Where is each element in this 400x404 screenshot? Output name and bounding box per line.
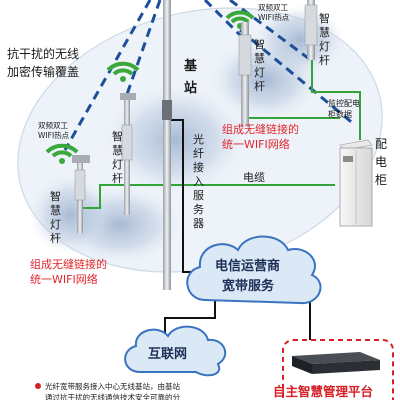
- platform-label: 自主智慧管理平台: [273, 384, 373, 399]
- smart-pole-char: 慧: [112, 143, 123, 157]
- wifi-hotspot-line2: WIFI热点: [258, 12, 290, 22]
- mesh-line1: 组成无缝链接的: [30, 257, 107, 271]
- platform-box: [282, 339, 394, 404]
- fiber-char: 器: [193, 217, 204, 230]
- footnote: 光纤宽带服务接入中心无线基站，由基站 通过抗干扰的无线通信技术安全可靠的分: [45, 381, 180, 402]
- internet-label: 互联网: [148, 347, 187, 362]
- smart-pole-char: 灯: [254, 66, 265, 79]
- smart-pole-char: 杆: [254, 79, 265, 93]
- smart-pole-char: 灯: [319, 40, 330, 53]
- cabinet-char: 电: [375, 155, 387, 169]
- footnote-line1: 光纤宽带服务接入中心无线基站，由基站: [45, 381, 180, 391]
- telecom-line2: 宽带服务: [221, 278, 275, 294]
- smart-pole-char: 灯: [50, 218, 61, 231]
- wifi-icon: [45, 143, 79, 164]
- street-light-icon: [120, 93, 136, 215]
- svg-text:抗干扰的无线: 抗干扰的无线: [7, 46, 79, 61]
- coverage-glow: [255, 5, 345, 75]
- coverage-glow: [105, 85, 245, 195]
- fiber-access-label: 光 纤 接 入 服 务 器: [193, 132, 204, 230]
- fiber-char: 纤: [193, 147, 204, 160]
- smart-pole-label-b: 智 慧 灯 杆: [50, 189, 61, 245]
- base-station-pole: [162, 0, 172, 290]
- smart-pole-char: 慧: [319, 25, 330, 39]
- telecom-line1: 电信运营商: [215, 258, 280, 274]
- base-station-char: 基: [183, 58, 198, 74]
- wireless-links: [63, 0, 356, 151]
- footnote-bullet: [35, 383, 41, 389]
- smart-pole-char: 杆: [50, 231, 61, 245]
- wifi-hotspot-label-left: 双频双工 WIFI热点: [38, 120, 70, 140]
- smart-pole-char: 慧: [50, 203, 61, 217]
- monitor-data-label: 监控配电 柜数据: [328, 98, 360, 119]
- footnote-line2: 通过抗干扰的无线通信技术安全可靠的分: [45, 392, 180, 400]
- fiber-char: 入: [193, 175, 204, 188]
- street-light-icon: [304, 0, 318, 60]
- anti-interference-line2: 加密传输覆盖: [7, 64, 79, 79]
- smart-pole-char: 智: [112, 129, 123, 143]
- mesh-network-label-left: 组成无缝链接的 统一WIFI网络: [30, 257, 107, 286]
- smart-pole-char: 灯: [112, 158, 123, 171]
- mesh-line1: 组成无缝链接的: [222, 122, 299, 136]
- smart-pole-label-c: 智 慧 灯 杆: [254, 37, 265, 93]
- anti-interference-line1: 抗干扰的无线: [7, 46, 79, 61]
- cabinet-label: 配 电 柜: [375, 137, 387, 187]
- wifi-hotspot-label-top: 双频双工 WIFI热点: [258, 2, 290, 22]
- mesh-line2: 统一WIFI网络: [222, 137, 290, 151]
- fiber-char: 接: [193, 161, 204, 174]
- telecom-label: 电信运营商 宽带服务: [215, 258, 280, 294]
- smart-pole-char: 智: [319, 11, 330, 25]
- smart-pole-label-a: 智 慧 灯 杆: [112, 129, 123, 185]
- fiber-char: 务: [193, 203, 204, 216]
- street-light-icon: [72, 155, 90, 233]
- wifi-icon: [106, 61, 140, 82]
- monitor-line1: 监控配电: [328, 98, 360, 108]
- street-light-icon: [238, 22, 252, 127]
- monitor-line2: 柜数据: [328, 109, 352, 119]
- wifi-hotspot-line1: 双频双工: [258, 2, 288, 12]
- mesh-line2: 统一WIFI网络: [30, 272, 98, 286]
- server-icon: [292, 352, 380, 374]
- internet-cloud: [124, 325, 227, 377]
- smart-pole-label-d: 智 慧 灯 杆: [319, 11, 330, 67]
- wifi-hotspot-line1: 双频双工: [38, 120, 68, 130]
- cabinet-icon: [339, 139, 373, 227]
- coverage-glow: [30, 175, 110, 255]
- smart-pole-char: 杆: [319, 53, 330, 67]
- cabinet-char: 柜: [375, 173, 387, 187]
- telecom-cloud: [186, 235, 322, 305]
- base-station-char: 站: [184, 80, 197, 96]
- base-station-label: 基 站: [183, 58, 198, 96]
- svg-text:加密传输覆盖: 加密传输覆盖: [7, 64, 79, 79]
- anti-interference-label: 抗干扰的无线 加密传输覆盖: [7, 46, 79, 79]
- mesh-network-label-right: 组成无缝链接的 统一WIFI网络: [222, 122, 299, 151]
- cabinet-char: 配: [375, 137, 387, 151]
- cable-label: 电缆: [243, 171, 265, 184]
- smart-pole-char: 智: [254, 37, 265, 51]
- smart-pole-char: 慧: [254, 51, 265, 65]
- smart-pole-char: 智: [50, 189, 61, 203]
- fiber-char: 服: [193, 189, 204, 202]
- smart-pole-char: 杆: [112, 171, 123, 185]
- fiber-char: 光: [193, 132, 204, 146]
- wifi-hotspot-line2: WIFI热点: [38, 130, 70, 140]
